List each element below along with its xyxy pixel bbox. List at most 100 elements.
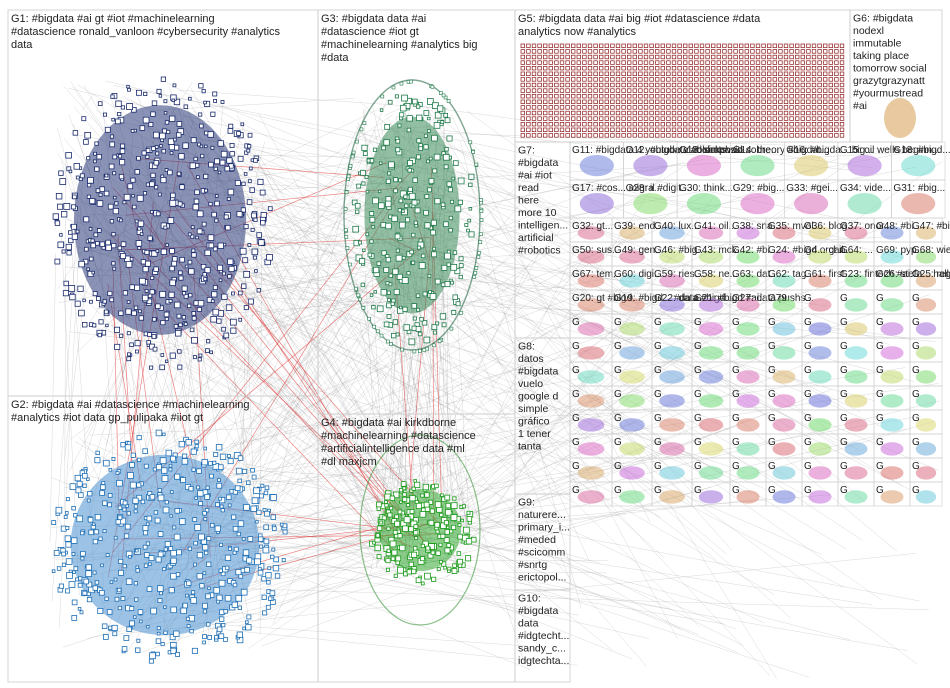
node xyxy=(93,529,99,535)
node xyxy=(92,323,97,328)
node xyxy=(73,163,80,170)
node xyxy=(75,229,80,234)
node xyxy=(216,599,220,604)
node xyxy=(83,139,89,145)
node xyxy=(772,122,777,127)
node xyxy=(462,526,470,534)
node xyxy=(716,133,721,138)
node xyxy=(655,94,660,99)
node xyxy=(400,481,407,487)
node xyxy=(554,122,559,127)
edge xyxy=(454,246,577,507)
node xyxy=(655,99,660,104)
node xyxy=(380,289,387,296)
node xyxy=(240,207,246,213)
node xyxy=(537,60,542,65)
small-group-nodes xyxy=(659,442,685,456)
node xyxy=(155,211,161,217)
node xyxy=(101,480,106,485)
node xyxy=(632,60,637,65)
node xyxy=(203,517,208,521)
node xyxy=(610,133,615,138)
node xyxy=(565,133,570,138)
node xyxy=(638,122,643,127)
node xyxy=(162,506,170,514)
node xyxy=(87,182,92,188)
small-group-label: G xyxy=(876,317,884,328)
node xyxy=(806,105,811,110)
node xyxy=(806,60,811,65)
node xyxy=(146,340,151,345)
node xyxy=(92,570,97,575)
node xyxy=(203,173,209,180)
node xyxy=(739,71,744,76)
node xyxy=(537,66,542,71)
node xyxy=(80,556,85,561)
node xyxy=(385,222,392,230)
node xyxy=(65,541,72,548)
group-label-g7: here xyxy=(518,195,539,207)
node xyxy=(694,127,699,132)
node xyxy=(559,116,565,121)
node xyxy=(140,499,146,505)
edge xyxy=(426,576,724,624)
node xyxy=(416,245,421,250)
node xyxy=(141,150,147,156)
small-group-label: G xyxy=(732,317,740,328)
node xyxy=(520,122,525,127)
node xyxy=(632,127,637,132)
small-group-nodes xyxy=(619,346,645,360)
node xyxy=(202,609,208,614)
node xyxy=(393,288,400,295)
node xyxy=(146,625,150,629)
node xyxy=(834,88,839,93)
small-group-label: G43: mck... xyxy=(694,245,745,256)
node xyxy=(457,177,465,185)
node xyxy=(142,266,149,273)
node xyxy=(399,500,403,504)
node xyxy=(621,99,626,104)
node xyxy=(202,571,207,575)
node xyxy=(683,60,688,65)
small-group-label: G xyxy=(768,317,776,328)
node xyxy=(211,211,217,218)
node xyxy=(120,596,126,601)
node xyxy=(638,88,643,93)
node xyxy=(621,54,626,60)
node xyxy=(130,452,136,458)
node xyxy=(610,99,615,104)
node xyxy=(660,71,665,76)
node xyxy=(772,88,777,93)
node xyxy=(688,116,693,121)
node xyxy=(181,285,188,292)
node xyxy=(458,263,464,269)
node xyxy=(131,310,137,316)
node xyxy=(587,66,593,71)
node xyxy=(65,511,69,515)
node xyxy=(66,250,72,256)
node xyxy=(393,573,398,578)
node xyxy=(559,105,565,110)
node xyxy=(95,188,101,193)
node xyxy=(610,110,615,116)
node xyxy=(649,60,654,65)
node xyxy=(655,116,660,121)
node xyxy=(548,54,553,60)
node xyxy=(537,43,542,48)
node xyxy=(90,238,95,243)
node xyxy=(168,144,175,151)
node xyxy=(245,620,249,624)
node xyxy=(83,578,90,585)
small-group-label: G xyxy=(694,317,702,328)
node xyxy=(655,43,660,48)
node xyxy=(593,105,598,110)
node xyxy=(147,332,153,338)
node xyxy=(138,315,144,321)
node xyxy=(582,110,587,116)
node xyxy=(839,116,845,121)
node xyxy=(638,82,643,88)
node xyxy=(97,608,104,615)
node xyxy=(423,110,430,116)
node xyxy=(526,60,531,65)
node xyxy=(839,133,845,138)
